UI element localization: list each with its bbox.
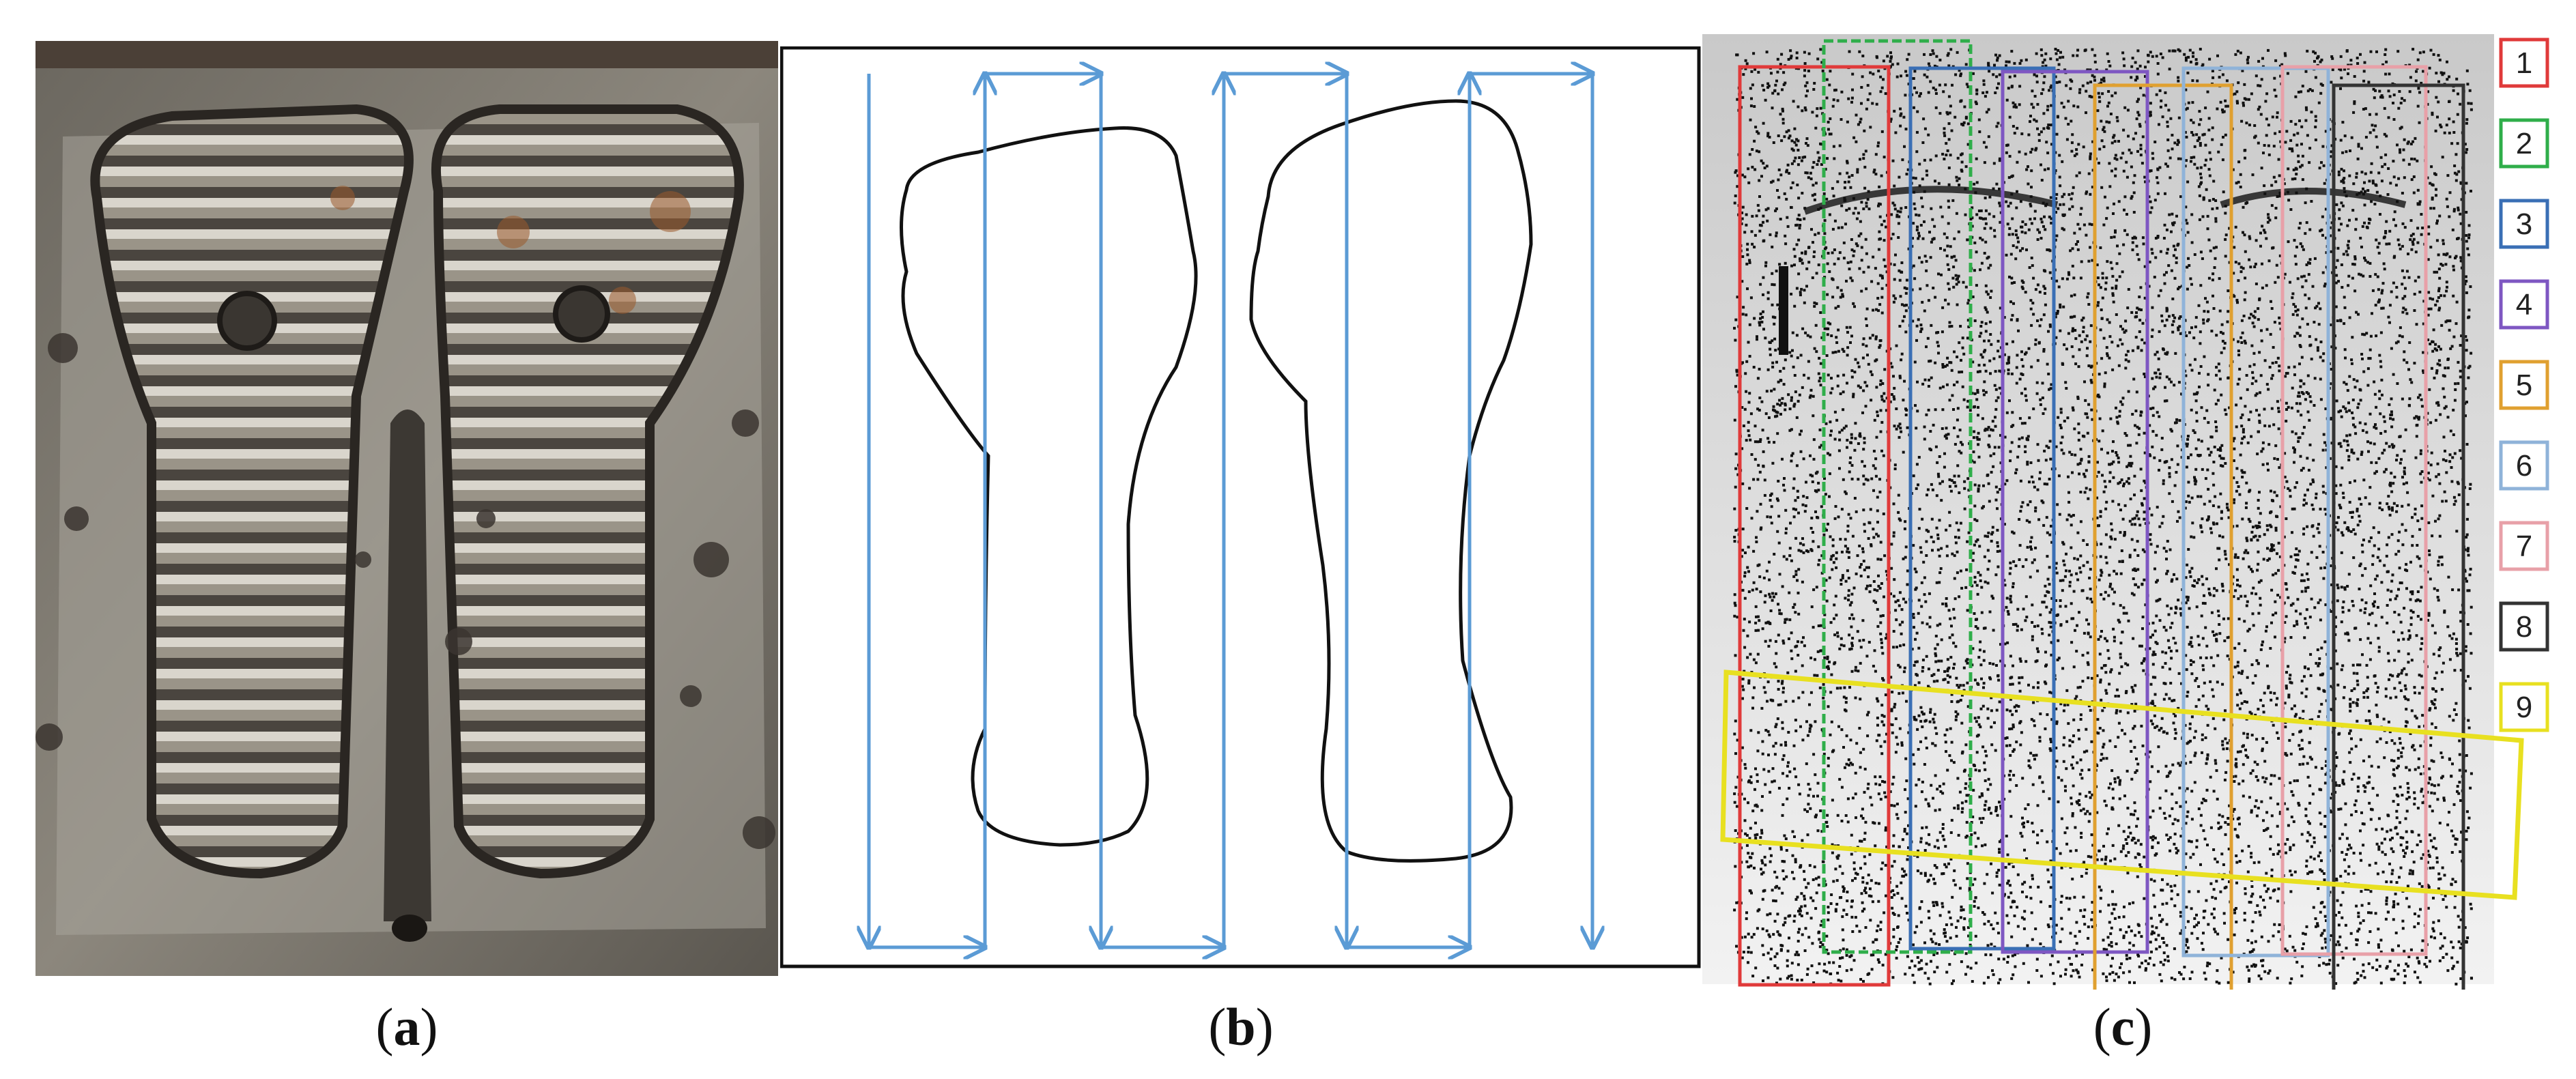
left-cavity-outline bbox=[900, 126, 1198, 847]
legend-label-4: 4 bbox=[2516, 288, 2532, 321]
caption-b: (b) bbox=[1208, 997, 1274, 1056]
region-box-9 bbox=[1720, 670, 2524, 900]
point-cloud-plot: 1 2 3 4 5 6 7 8 9 bbox=[1702, 34, 2549, 990]
scan-path-diagram bbox=[780, 46, 1701, 968]
legend-label-2: 2 bbox=[2516, 127, 2532, 160]
legend-box-5 bbox=[2499, 360, 2549, 410]
legend-box-4 bbox=[2499, 279, 2549, 330]
legend-box-6 bbox=[2499, 440, 2549, 491]
region-box-3 bbox=[1908, 66, 2056, 951]
scan-background bbox=[1702, 34, 2494, 984]
mold-photo bbox=[35, 41, 778, 976]
caption-a: (a) bbox=[375, 997, 438, 1056]
caption-b-letter: b bbox=[1226, 997, 1256, 1056]
caption-c-letter: c bbox=[2110, 997, 2135, 1056]
right-cavity-outline bbox=[1249, 99, 1533, 863]
scan-artifact-bar bbox=[1779, 266, 1788, 355]
region-box-1 bbox=[1738, 65, 1891, 987]
region-box-5 bbox=[2093, 83, 2233, 990]
legend-label-3: 3 bbox=[2516, 207, 2532, 241]
scan-path-arrows bbox=[869, 74, 1592, 947]
legend-box-1 bbox=[2499, 38, 2549, 88]
legend-label-1: 1 bbox=[2516, 46, 2532, 80]
region-legend: 1 2 3 4 5 6 7 8 9 bbox=[2499, 38, 2549, 732]
legend-box-3 bbox=[2499, 199, 2549, 249]
region-box-6 bbox=[2181, 66, 2330, 958]
region-box-8 bbox=[2332, 83, 2465, 990]
region-box-7 bbox=[2280, 65, 2428, 956]
region-boxes bbox=[1720, 39, 2524, 990]
legend-box-2 bbox=[2499, 118, 2549, 169]
region-box-4 bbox=[2001, 70, 2149, 954]
legend-box-7 bbox=[2499, 521, 2549, 571]
legend-box-9 bbox=[2499, 682, 2549, 732]
legend-label-5: 5 bbox=[2516, 369, 2532, 402]
region-box-2 bbox=[1822, 39, 1973, 954]
panel-b-scan-path bbox=[780, 46, 1702, 969]
legend-label-9: 9 bbox=[2516, 691, 2532, 724]
caption-c: (c) bbox=[2093, 997, 2153, 1056]
panel-a-photo bbox=[35, 41, 778, 976]
panel-c-point-cloud: 1 2 3 4 5 6 7 8 9 bbox=[1702, 34, 2556, 990]
diagram-frame bbox=[780, 46, 1701, 968]
caption-a-letter: a bbox=[393, 997, 420, 1056]
legend-box-8 bbox=[2499, 601, 2549, 652]
legend-label-6: 6 bbox=[2516, 449, 2532, 483]
legend-label-7: 7 bbox=[2516, 530, 2532, 563]
legend-label-8: 8 bbox=[2516, 610, 2532, 644]
